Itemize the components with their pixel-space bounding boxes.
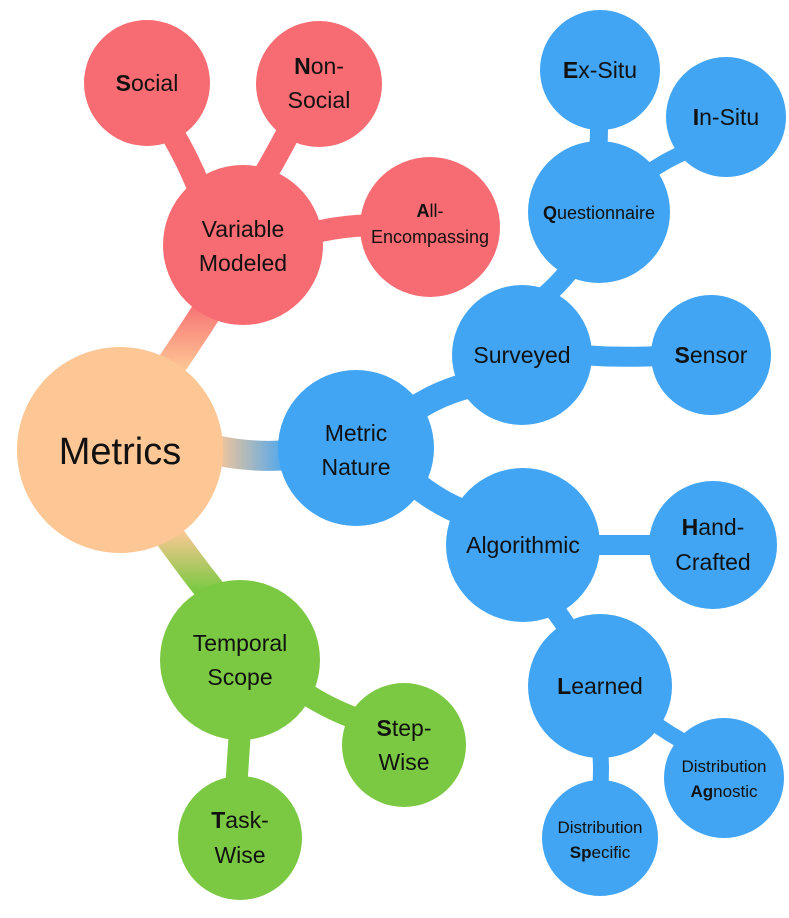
taskwise-line2: Wise [214, 842, 265, 868]
nature-line1: Metric [325, 420, 388, 446]
node-all-encompassing: All- Encompassing [360, 157, 500, 297]
algorithmic-label: Algorithmic [466, 532, 580, 558]
node-sensor: Sensor [651, 295, 771, 415]
node-metric-nature: Metric Nature [278, 370, 434, 526]
insitu-label: In-Situ [693, 104, 759, 130]
nature-line2: Nature [321, 454, 390, 480]
taskwise-line1: Task- [211, 807, 269, 833]
node-handcrafted: Hand- Crafted [649, 481, 777, 609]
sensor-label: Sensor [675, 342, 748, 368]
nonsocial-line2: Social [288, 87, 351, 113]
node-insitu: In-Situ [666, 57, 786, 177]
node-variable-modeled: Variable Modeled [163, 165, 323, 325]
variable-line1: Variable [202, 216, 285, 242]
node-temporal-scope: Temporal Scope [160, 580, 320, 740]
node-stepwise: Step- Wise [342, 683, 466, 807]
agnostic-line2: Agnostic [690, 782, 758, 801]
node-distribution-agnostic: Distribution Agnostic [664, 718, 784, 838]
connector-surveyed-sensor [570, 345, 670, 367]
specific-line1: Distribution [557, 818, 642, 837]
learned-label: Learned [557, 673, 643, 699]
stepwise-line2: Wise [378, 749, 429, 775]
node-social: Social [84, 20, 210, 146]
allenc-line1: All- [417, 201, 444, 221]
node-nonsocial: Non- Social [256, 21, 382, 147]
specific-line2: Specific [570, 843, 631, 862]
exsitu-label: Ex-Situ [563, 57, 637, 83]
agnostic-line1: Distribution [681, 757, 766, 776]
allenc-line2: Encompassing [371, 227, 489, 247]
nonsocial-line1: Non- [294, 53, 344, 79]
node-questionnaire: Questionnaire [528, 141, 670, 283]
node-surveyed: Surveyed [452, 285, 592, 425]
stepwise-line1: Step- [377, 715, 432, 741]
node-algorithmic: Algorithmic [446, 468, 600, 622]
root-label: Metrics [59, 431, 181, 473]
surveyed-label: Surveyed [473, 342, 570, 368]
handcrafted-line1: Hand- [682, 514, 745, 540]
node-learned: Learned [528, 614, 672, 758]
handcrafted-line2: Crafted [675, 549, 750, 575]
node-exsitu: Ex-Situ [540, 10, 660, 130]
node-taskwise: Task- Wise [178, 776, 302, 900]
node-distribution-specific: Distribution Specific [542, 780, 658, 896]
social-label: Social [116, 70, 179, 96]
questionnaire-label: Questionnaire [543, 203, 655, 223]
temporal-line1: Temporal [193, 630, 288, 656]
variable-line2: Modeled [199, 250, 287, 276]
node-root: Metrics [17, 347, 223, 553]
temporal-line2: Scope [207, 664, 272, 690]
